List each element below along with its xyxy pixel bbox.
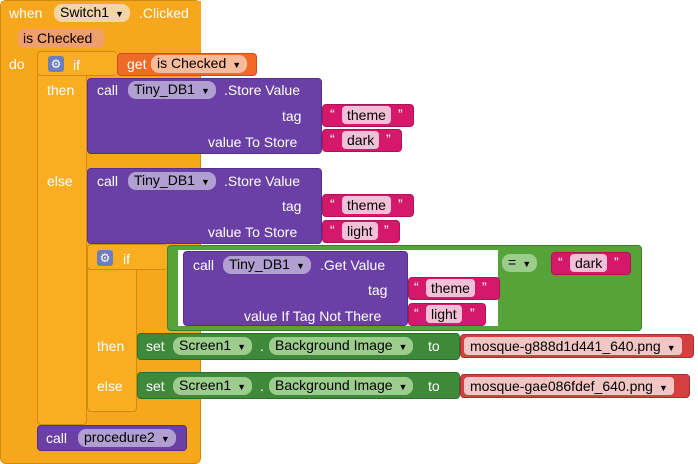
set-label: set xyxy=(146,338,165,354)
close-quote: ” xyxy=(386,131,391,147)
set-label: set xyxy=(146,378,165,394)
method-label: .Store Value xyxy=(224,82,301,98)
call-label: call xyxy=(97,173,119,189)
operator-dropdown[interactable]: =▼ xyxy=(502,254,538,272)
open-quote: “ xyxy=(414,279,419,295)
then-label: then xyxy=(47,82,75,98)
variable-dropdown[interactable]: is Checked▼ xyxy=(151,55,248,73)
string-field[interactable]: light xyxy=(426,305,462,323)
close-quote: ” xyxy=(384,222,389,238)
clicked-label: .Clicked xyxy=(139,5,189,21)
chevron-down-icon: ▼ xyxy=(237,382,247,392)
to-label: to xyxy=(428,378,440,394)
tinydb-dropdown[interactable]: Tiny_DB1▼ xyxy=(128,172,216,190)
chevron-down-icon: ▼ xyxy=(522,259,532,269)
then-label: then xyxy=(97,338,125,354)
else-label: else xyxy=(97,378,123,394)
close-quote: ” xyxy=(398,196,403,212)
chevron-down-icon: ▼ xyxy=(398,382,408,392)
chevron-down-icon: ▼ xyxy=(237,342,247,352)
gear-icon[interactable]: ⚙ xyxy=(97,250,113,266)
method-label: .Get Value xyxy=(320,257,386,273)
method-label: .Store Value xyxy=(224,173,301,189)
chevron-down-icon: ▼ xyxy=(232,60,242,70)
if-block-outer[interactable] xyxy=(37,51,87,425)
tinydb-dropdown[interactable]: Tiny_DB1▼ xyxy=(223,256,311,274)
chevron-down-icon: ▼ xyxy=(200,86,210,96)
screen-dropdown[interactable]: Screen1▼ xyxy=(173,337,253,355)
string-field[interactable]: dark xyxy=(342,131,380,149)
close-quote: ” xyxy=(470,305,475,321)
gear-icon[interactable]: ⚙ xyxy=(48,56,64,72)
get-label: get xyxy=(127,56,147,72)
close-quote: ” xyxy=(482,279,487,295)
image-dropdown[interactable]: mosque-gae086fdef_640.png▼ xyxy=(464,377,674,395)
open-quote: “ xyxy=(330,222,335,238)
procedure-dropdown[interactable]: procedure2▼ xyxy=(78,429,176,447)
property-dropdown[interactable]: Background Image▼ xyxy=(269,377,414,395)
open-quote: “ xyxy=(330,106,335,122)
string-field[interactable]: theme xyxy=(342,196,391,214)
chevron-down-icon: ▼ xyxy=(398,342,408,352)
chevron-down-icon: ▼ xyxy=(160,434,170,444)
open-quote: “ xyxy=(558,254,563,270)
dot-label: . xyxy=(260,338,264,354)
when-label: when xyxy=(9,5,43,21)
tinydb-dropdown[interactable]: Tiny_DB1▼ xyxy=(128,81,216,99)
switch-component-dropdown[interactable]: Switch1▼ xyxy=(54,4,130,22)
else-label: else xyxy=(47,173,73,189)
call-label: call xyxy=(97,82,119,98)
chevron-down-icon: ▼ xyxy=(658,383,668,393)
value-label: value To Store xyxy=(208,224,298,240)
notfound-label: value If Tag Not There xyxy=(244,308,382,324)
param-is-checked[interactable] xyxy=(18,29,104,48)
if-block-inner[interactable] xyxy=(87,244,137,412)
string-field[interactable]: light xyxy=(342,222,378,240)
call-label: call xyxy=(46,430,68,446)
dot-label: . xyxy=(260,378,264,394)
if-label: if xyxy=(73,57,80,73)
chevron-down-icon: ▼ xyxy=(115,9,124,19)
chevron-down-icon: ▼ xyxy=(666,343,676,353)
close-quote: ” xyxy=(614,254,619,270)
param-label: is Checked xyxy=(23,30,93,46)
call-label: call xyxy=(193,257,215,273)
tag-label: tag xyxy=(282,108,302,124)
tag-label: tag xyxy=(368,282,388,298)
chevron-down-icon: ▼ xyxy=(200,177,210,187)
screen-dropdown[interactable]: Screen1▼ xyxy=(173,377,253,395)
tag-label: tag xyxy=(282,198,302,214)
open-quote: “ xyxy=(330,196,335,212)
string-field[interactable]: theme xyxy=(342,106,391,124)
close-quote: ” xyxy=(398,106,403,122)
property-dropdown[interactable]: Background Image▼ xyxy=(269,337,414,355)
do-label: do xyxy=(9,56,25,72)
chevron-down-icon: ▼ xyxy=(295,261,305,271)
string-field[interactable]: theme xyxy=(426,279,475,297)
open-quote: “ xyxy=(414,305,419,321)
image-dropdown[interactable]: mosque-g888d1d441_640.png▼ xyxy=(464,337,682,355)
value-label: value To Store xyxy=(208,134,298,150)
open-quote: “ xyxy=(330,131,335,147)
string-field[interactable]: dark xyxy=(570,254,608,272)
to-label: to xyxy=(428,338,440,354)
if-label: if xyxy=(123,251,130,267)
